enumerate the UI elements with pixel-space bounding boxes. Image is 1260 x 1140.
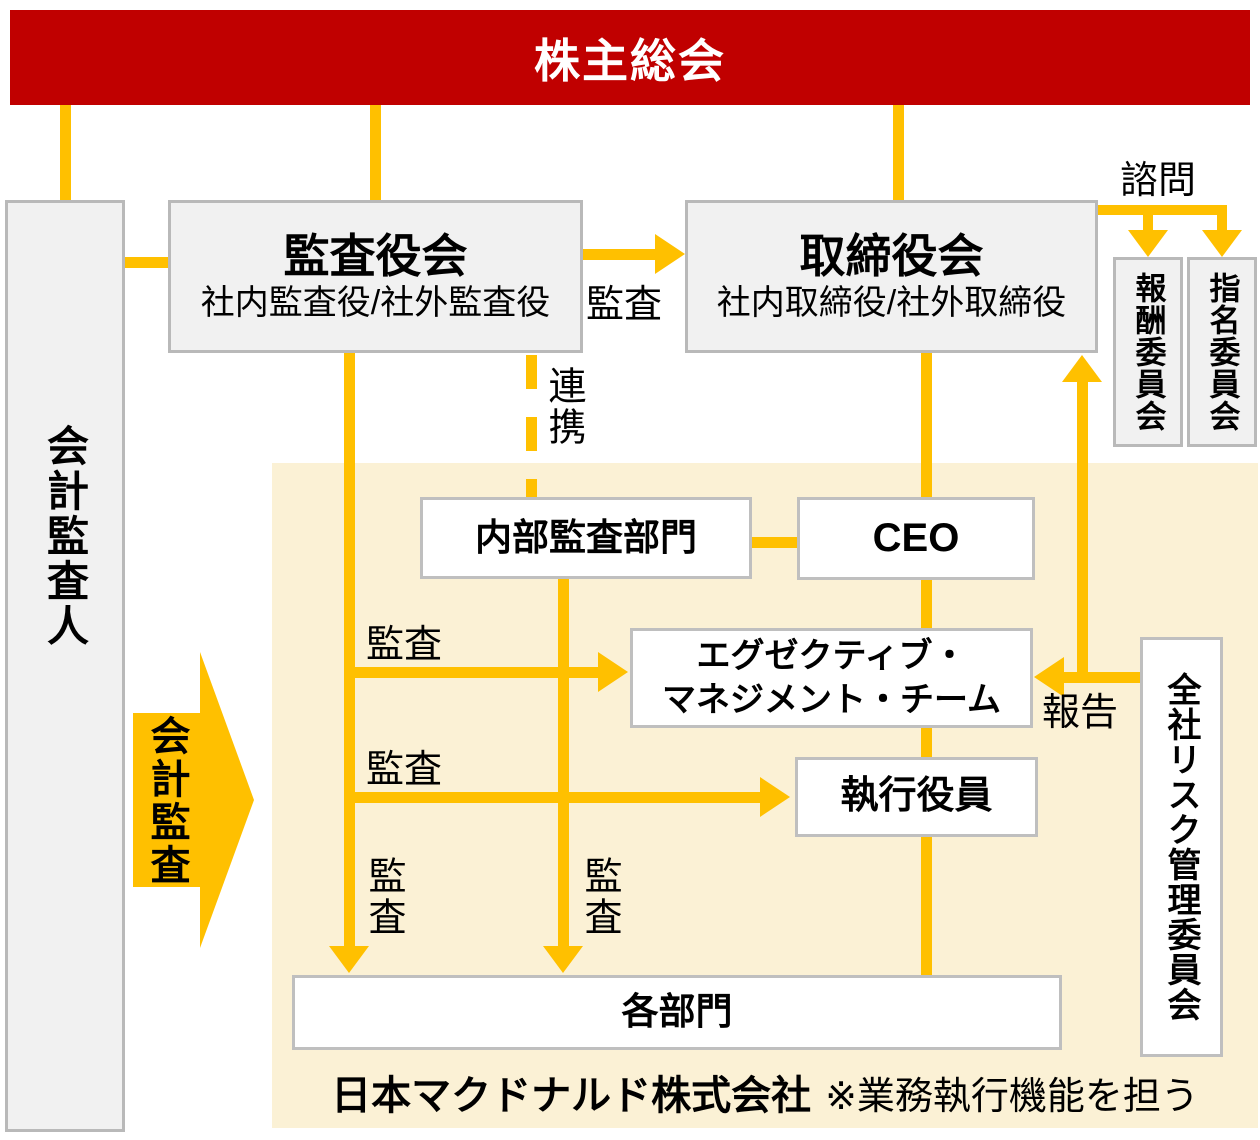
connector-banner-to-accounting-auditor [60, 104, 71, 201]
risk-management-committee-label: 全社リスク管理委員会 [1162, 672, 1200, 1022]
board-of-directors-subtitle: 社内取締役/社外取締役 [716, 283, 1067, 322]
executive-officers-box: 執行役員 [795, 757, 1038, 837]
audit-label-emt: 監査 [366, 624, 443, 666]
risk-management-committee-box: 全社リスク管理委員会 [1140, 637, 1223, 1057]
ceo-box: CEO [797, 497, 1035, 580]
connector-ceo-to-emt [921, 578, 932, 628]
footer-note: ※業務執行機能を担う [825, 1075, 1199, 1118]
connector-board-to-ceo [921, 353, 932, 497]
connector-emt-to-officers [921, 725, 932, 759]
accounting-auditor-label: 会計監査人 [41, 423, 89, 649]
audit-board-title: 監査役会 [283, 229, 468, 282]
audit-label-officers: 監査 [366, 749, 443, 791]
audit-arrowhead [655, 234, 685, 274]
audit-label-departments-2: 監査 [578, 856, 620, 938]
audit-board-subtitle: 社内監査役/社外監査役 [200, 283, 551, 322]
executive-officers-label: 執行役員 [840, 775, 993, 818]
compensation-committee-box: 報酬委員会 [1113, 257, 1183, 447]
advisory-line [1098, 205, 1227, 215]
board-of-directors-box: 取締役会 社内取締役/社外取締役 [685, 200, 1098, 353]
audit-arrowhead-emt [598, 652, 628, 692]
board-of-directors-title: 取締役会 [799, 229, 984, 282]
audit-label-departments-1: 監査 [362, 856, 404, 938]
executive-management-team-box: エグゼクティブ・ マネジメント・チーム [630, 628, 1033, 728]
audit-arrowhead-officers [760, 777, 790, 817]
report-arrowhead-board [1062, 355, 1102, 382]
advisory-arrowhead-nomination [1202, 230, 1242, 257]
nomination-committee-label: 指名委員会 [1204, 272, 1240, 432]
departments-box: 各部門 [292, 975, 1062, 1050]
shareholders-meeting-title: 株主総会 [534, 34, 726, 87]
cooperation-label: 連携 [542, 366, 584, 448]
audit-arrowhead-departments-1 [329, 946, 369, 973]
audit-board-vertical-line [344, 353, 355, 947]
accounting-audit-arrow-body [133, 713, 200, 887]
audit-label-board: 監査 [586, 284, 663, 326]
connector-banner-to-audit-board [370, 104, 381, 201]
footer-company-name: 日本マクドナルド株式会社 [331, 1074, 812, 1118]
accounting-audit-arrowhead [200, 652, 254, 948]
cooperation-dashed-line [526, 355, 537, 497]
accounting-auditor-box: 会計監査人 [5, 200, 125, 1132]
accounting-audit-label: 会計監査 [144, 714, 189, 887]
connector-banner-to-board [893, 104, 904, 201]
shareholders-meeting-banner: 株主総会 [10, 10, 1250, 105]
advisory-branch-compensation [1143, 205, 1153, 232]
connector-officers-to-departments [921, 835, 932, 975]
audit-line-to-emt [344, 667, 600, 678]
audit-line-to-officers [344, 792, 762, 803]
footer-caption: 日本マクドナルド株式会社 ※業務執行機能を担う [272, 1066, 1258, 1118]
connector-internal-audit-to-ceo [750, 537, 799, 548]
report-line-horizontal [1060, 672, 1140, 683]
executive-management-team-line1: エグゼクティブ・ [696, 636, 967, 675]
audit-arrow-line [583, 249, 657, 260]
internal-audit-vertical-line [558, 578, 569, 947]
nomination-committee-box: 指名委員会 [1187, 257, 1257, 447]
advisory-label: 諮問 [1120, 160, 1197, 202]
audit-board-box: 監査役会 社内監査役/社外監査役 [168, 200, 583, 353]
internal-audit-label: 内部監査部門 [475, 516, 697, 558]
ceo-label: CEO [872, 516, 960, 560]
audit-arrowhead-departments-2 [543, 946, 583, 973]
report-arrowhead-emt [1034, 657, 1064, 697]
departments-label: 各部門 [621, 991, 733, 1033]
report-label: 報告 [1042, 692, 1119, 734]
executive-management-team-line2: マネジメント・チーム [662, 681, 1001, 719]
report-line-vertical [1077, 381, 1088, 683]
connector-auditor-to-audit-board [122, 257, 170, 268]
advisory-arrowhead-compensation [1128, 230, 1168, 257]
advisory-branch-nomination [1217, 205, 1227, 232]
compensation-committee-label: 報酬委員会 [1130, 272, 1166, 432]
internal-audit-box: 内部監査部門 [420, 497, 752, 579]
